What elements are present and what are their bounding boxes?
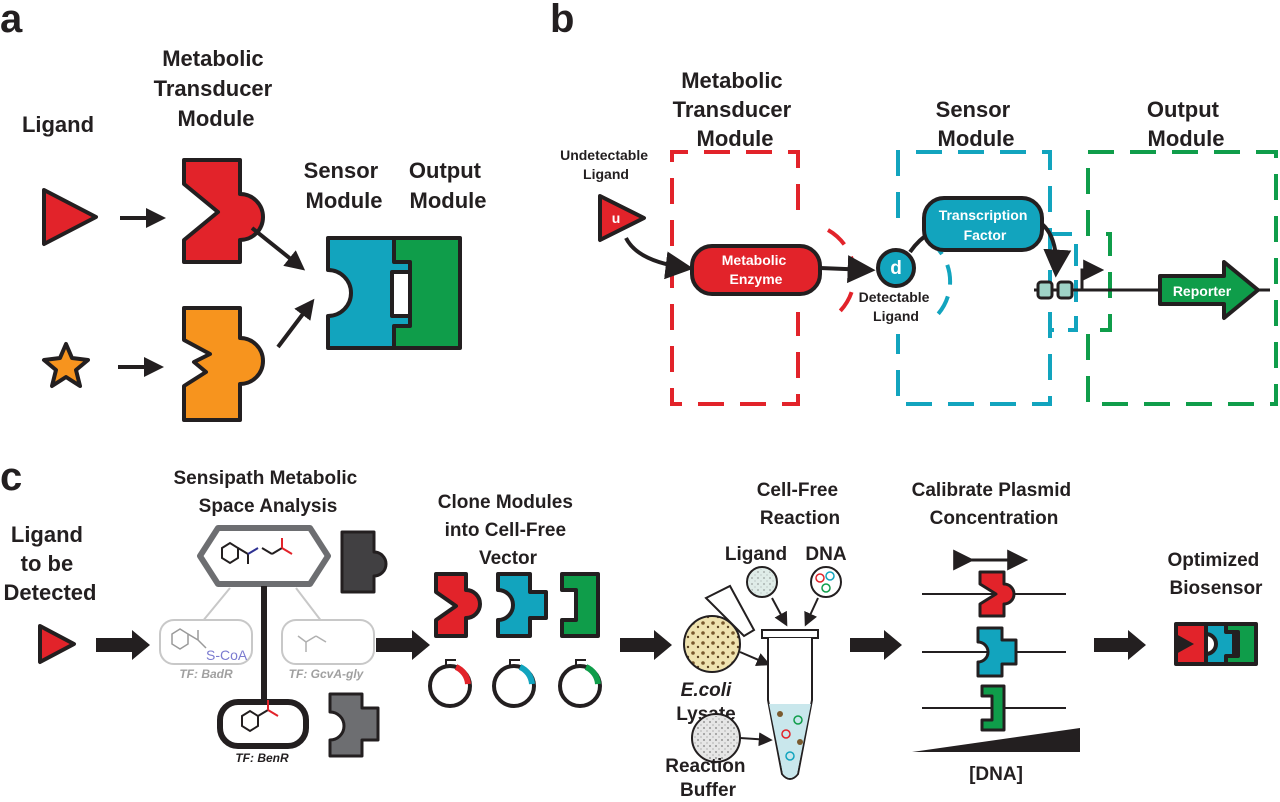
b-output-box	[1086, 150, 1278, 406]
c-cellfree-label: Cell-Free Reaction	[757, 480, 844, 529]
c-arrow-3	[620, 630, 672, 660]
c-gcva-molecule	[297, 635, 327, 652]
c-arrow-4	[850, 630, 902, 660]
c-buffer-droplet-dots	[694, 716, 738, 760]
b-arrow-enzyme-to-d	[819, 255, 876, 284]
c-tf-badr: TF: BadR	[179, 667, 233, 681]
c-optimized-biosensor	[1174, 622, 1258, 666]
c-cf-dna-label: DNA	[805, 544, 846, 565]
a-arrow-red-to-sensor	[250, 226, 306, 271]
b-arrow-tf-to-operator	[1040, 222, 1072, 278]
c-arrow-ligand-tube	[771, 597, 788, 627]
c-arrow-lysate-tube	[739, 651, 771, 667]
c-calib-red-module	[978, 570, 1016, 618]
b-output-label: Output Module	[1147, 97, 1225, 151]
c-dark-module	[340, 530, 388, 594]
b-transducer-box-arc	[827, 228, 857, 320]
a-arrow-orange-to-sensor	[276, 298, 315, 349]
c-scoa-label: S-CoA	[206, 647, 248, 663]
c-arrow-1	[96, 630, 150, 660]
c-benzoate-molecule	[241, 700, 279, 733]
b-transducer-label: Metabolic Transducer Module	[673, 68, 798, 151]
a-ligand-label: Ligand	[22, 112, 94, 137]
b-detectable-label: Detectable Ligand	[859, 289, 934, 324]
panel-b-label: b	[550, 0, 574, 41]
b-operator-1	[1036, 280, 1054, 300]
c-connector-left	[201, 587, 231, 623]
c-ligand-droplet-dots	[749, 569, 775, 595]
a-transducer-red	[182, 158, 265, 264]
c-badr-molecule	[171, 628, 207, 650]
c-arrow-2	[376, 630, 430, 660]
c-plasmid-red	[428, 659, 472, 708]
c-calib-green-module	[980, 684, 1006, 732]
b-tf-label: Transcription Factor	[939, 207, 1032, 243]
c-tf-benr: TF: BenR	[235, 751, 289, 765]
a-output-label: Output Module	[409, 158, 487, 213]
a-sensor-label: Sensor Module	[304, 158, 385, 213]
a-output-module	[392, 236, 462, 350]
c-clone-red-module	[434, 572, 482, 638]
c-gcva-node	[281, 619, 375, 665]
b-detectable-ligand	[876, 248, 916, 288]
c-clone-teal-module	[496, 572, 548, 638]
b-d-letter: d	[890, 258, 902, 279]
c-hexagon-node	[197, 525, 331, 587]
c-calib-teal-module	[976, 626, 1018, 678]
b-undetectable-ligand	[598, 194, 646, 242]
a-triangle-ligand	[42, 188, 98, 246]
b-undetectable-label: Undetectable Ligand	[560, 147, 652, 182]
c-lysate-droplet	[683, 615, 741, 673]
c-ecoli-label: E.coli	[681, 680, 732, 701]
c-hippurate-molecule	[221, 538, 293, 565]
c-dna-axis-label: [DNA]	[969, 764, 1023, 785]
a-transducer-label: Metabolic Transducer Module	[154, 46, 279, 131]
c-clone-label: Clone Modules into Cell-Free Vector	[438, 492, 578, 569]
panel-a-label: a	[0, 0, 23, 41]
b-operator-2	[1056, 280, 1074, 300]
c-arrow-buffer-tube	[739, 732, 773, 747]
c-ligand-triangle	[38, 624, 76, 664]
panel-c-label: c	[0, 455, 22, 499]
b-sensor-box	[896, 150, 1052, 406]
a-transducer-orange	[182, 306, 265, 422]
c-tf-gcva: TF: GcvA-gly	[289, 667, 365, 681]
c-arrow-5	[1094, 630, 1146, 660]
b-arrow-u-to-enzyme	[624, 237, 694, 280]
c-plasmid-teal	[492, 659, 536, 708]
b-sensor-label: Sensor Module	[936, 97, 1017, 151]
c-cf-ligand-label: Ligand	[725, 544, 787, 565]
c-dna-droplet	[810, 566, 842, 598]
c-reaction-tube	[704, 584, 819, 780]
b-promoter	[1080, 259, 1105, 290]
b-reporter-label: Reporter	[1173, 283, 1232, 299]
c-buffer-label: Reaction Buffer	[665, 756, 751, 801]
b-sensor-box-notch	[1050, 232, 1078, 332]
c-dna-gradient-wedge	[912, 728, 1080, 752]
c-optimized-label: Optimized Biosensor	[1167, 550, 1264, 599]
c-clone-green-module	[560, 572, 600, 638]
c-ligand-detect-label: Ligand to be Detected	[4, 522, 97, 605]
c-benr-node	[217, 699, 309, 749]
c-plasmid-green	[558, 659, 602, 708]
b-reporter-gene	[1158, 260, 1260, 320]
b-enzyme-label: Metabolic Enzyme	[722, 252, 790, 287]
c-arrow-dna-tube	[804, 597, 819, 627]
c-gray-module	[328, 692, 380, 758]
c-calibrate-label: Calibrate Plasmid Concentration	[912, 480, 1077, 529]
a-star-ligand	[42, 342, 90, 388]
c-connector-right	[295, 587, 323, 623]
c-sensipath-label: Sensipath Metabolic Space Analysis	[174, 468, 363, 517]
b-u-letter: u	[612, 210, 621, 226]
